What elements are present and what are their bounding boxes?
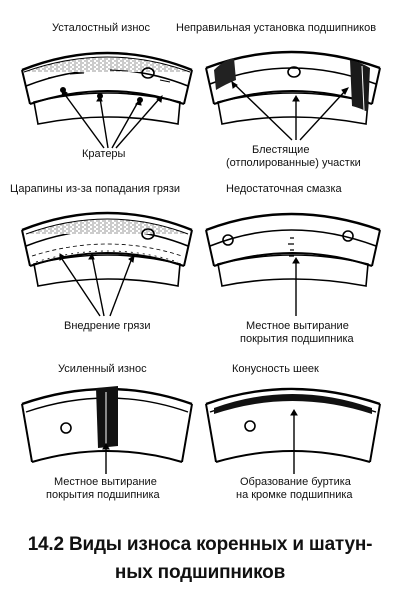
bearing-fatigue bbox=[21, 51, 193, 149]
annotation-craters: Кратеры bbox=[82, 148, 126, 160]
figure-caption-line2: ных подшипников bbox=[114, 562, 286, 583]
panel-title-fatigue: Усталостный износ bbox=[52, 22, 151, 34]
panel-title-misinstall: Неправильная установка подшипников bbox=[176, 22, 377, 34]
bearing-misinstall bbox=[205, 50, 381, 141]
panel-title-dirt: Царапины из-за попадания грязи bbox=[10, 183, 181, 195]
annotation-dirt: Внедрение грязи bbox=[64, 320, 151, 332]
annotation-lube-line1: Местное вытирание bbox=[246, 320, 349, 332]
bearing-taper bbox=[205, 387, 381, 474]
annotation-wear-line1: Местное вытирание bbox=[54, 476, 157, 488]
annotation-lube-line2: покрытия подшипника bbox=[240, 333, 354, 345]
figure-caption-line1: 14.2 Виды износа коренных и шатун- bbox=[27, 534, 373, 555]
annotation-wear-line2: покрытия подшипника bbox=[46, 489, 160, 501]
panel-title-taper: Конусность шеек bbox=[232, 363, 319, 375]
annotation-taper-line2: на кромке подшипника bbox=[236, 489, 353, 501]
bearing-wear bbox=[21, 386, 193, 474]
bearing-lubrication bbox=[205, 212, 381, 316]
annotation-taper-line1: Образование буртика bbox=[240, 476, 351, 488]
annotation-polished-line2: (отполированные) участки bbox=[226, 157, 361, 169]
panel-title-wear: Усиленный износ bbox=[58, 363, 147, 375]
bearing-illustrations bbox=[21, 50, 381, 474]
annotation-polished-line1: Блестящие bbox=[252, 144, 310, 156]
bearing-dirt bbox=[21, 211, 193, 317]
panel-title-lubrication: Недостаточная смазка bbox=[226, 183, 342, 195]
